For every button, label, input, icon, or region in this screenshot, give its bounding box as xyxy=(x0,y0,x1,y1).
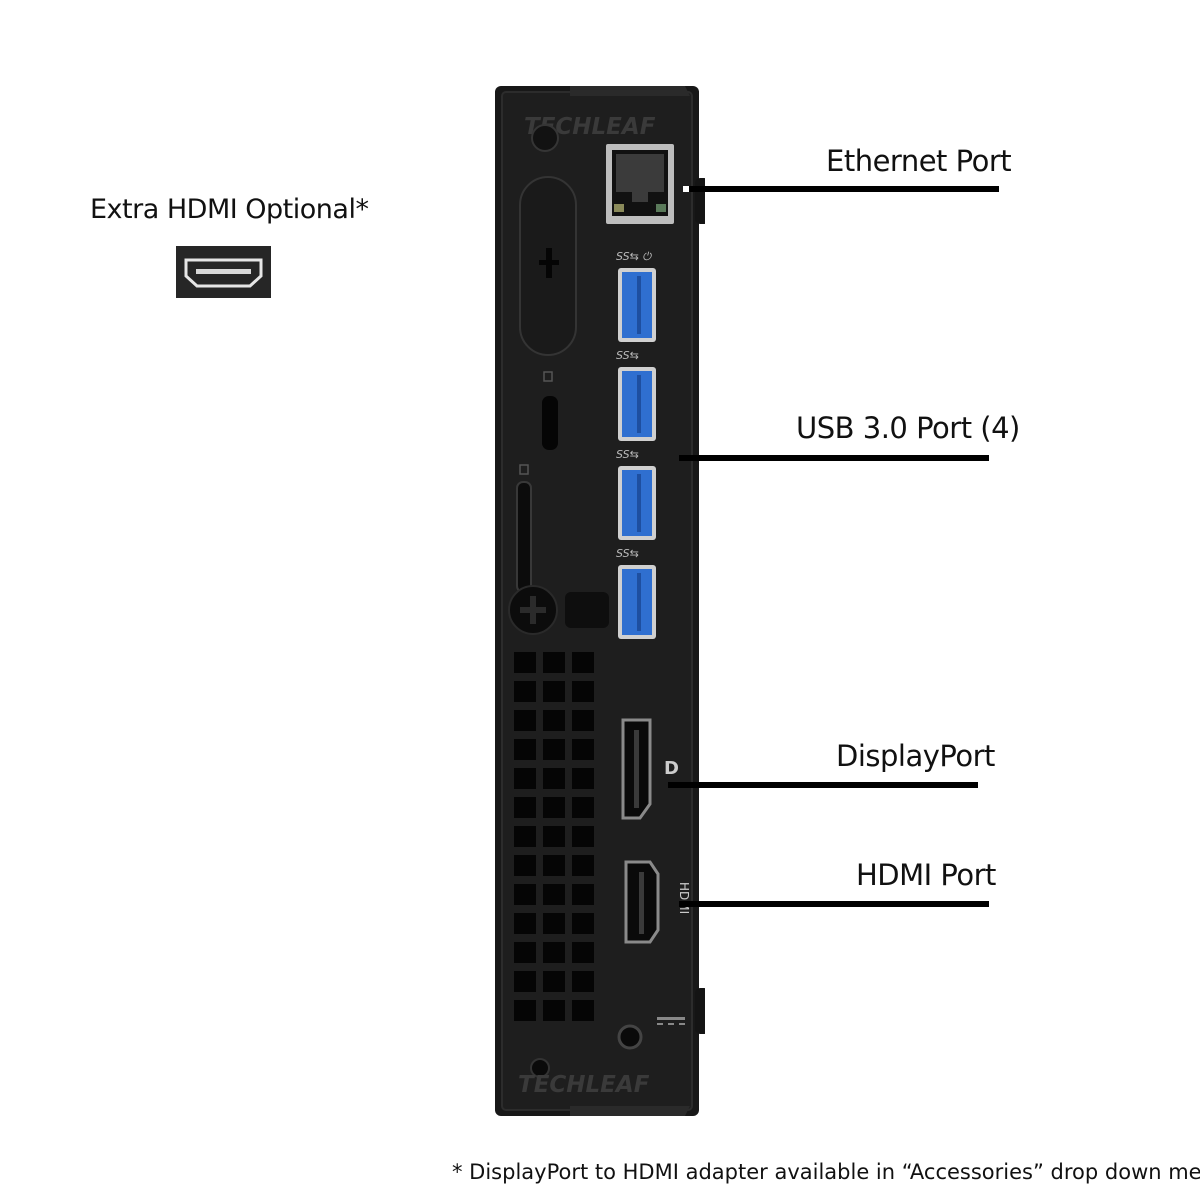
ethernet-callout-stub xyxy=(683,186,693,192)
watermark-bottom: TECHLEAF xyxy=(518,1072,650,1098)
usb-callout-line xyxy=(679,455,989,461)
usb-port-label: USB 3.0 Port (4) xyxy=(796,411,1020,445)
svg-text:D: D xyxy=(664,758,679,779)
extra-hdmi-port-icon xyxy=(176,246,271,298)
mini-pc-rear-panel: TECHLEAF SS⇆ ⏻ xyxy=(495,86,705,1116)
footnote: * DisplayPort to HDMI adapter available … xyxy=(452,1160,1200,1184)
svg-text:HDMI: HDMI xyxy=(677,882,691,914)
ethernet-port-label: Ethernet Port xyxy=(826,144,1012,178)
hdmi-port-label: HDMI Port xyxy=(856,858,996,892)
usb-ports: SS⇆ ⏻ SS⇆ SS⇆ SS⇆ xyxy=(616,250,656,639)
ethernet-port xyxy=(606,144,674,224)
ethernet-callout-line xyxy=(689,186,999,192)
extra-hdmi-title: Extra HDMI Optional* xyxy=(90,194,369,225)
displayport-label: DisplayPort xyxy=(836,739,995,773)
hdmi-callout-line xyxy=(679,901,989,907)
svg-text:SS⇆ ⏻: SS⇆ ⏻ xyxy=(616,250,652,263)
svg-text:SS⇆: SS⇆ xyxy=(616,349,639,362)
svg-text:SS⇆: SS⇆ xyxy=(616,448,639,461)
displayport-port: D xyxy=(621,718,679,820)
svg-text:SS⇆: SS⇆ xyxy=(616,547,639,560)
displayport-callout-line xyxy=(668,782,978,788)
